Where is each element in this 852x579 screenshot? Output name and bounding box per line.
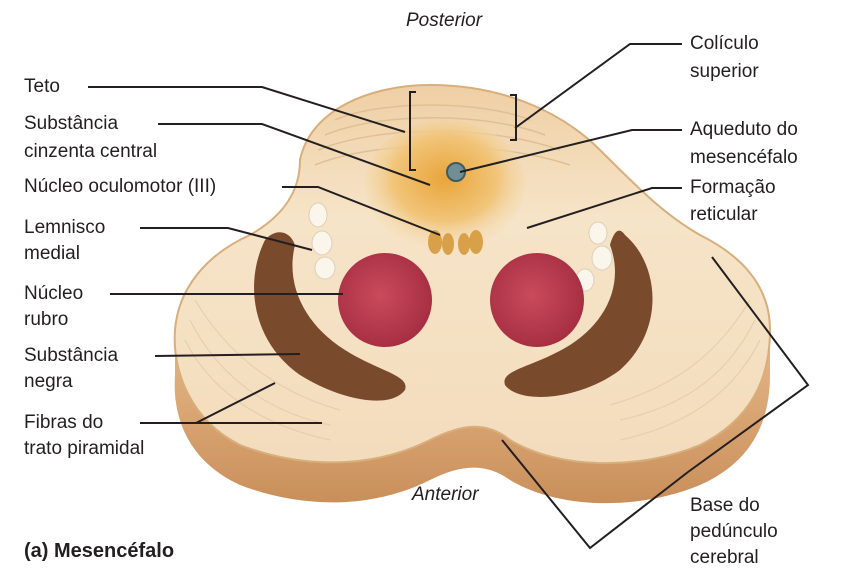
label-substancia-negra-line1: Substância <box>24 345 118 367</box>
orientation-anterior: Anterior <box>412 484 479 506</box>
orientation-posterior: Posterior <box>406 10 482 32</box>
label-base-line3: cerebral <box>690 547 759 569</box>
label-substancia-cinzenta-line1: Substância <box>24 113 118 135</box>
label-lemnisco-line2: medial <box>24 243 80 265</box>
label-teto: Teto <box>24 76 60 98</box>
label-nucleo-rubro-line2: rubro <box>24 309 68 331</box>
label-aqueduto-line2: mesencéfalo <box>690 147 798 169</box>
label-fibras-line2: trato piramidal <box>24 438 144 460</box>
label-base-line2: pedúnculo <box>690 521 778 543</box>
label-formacao-line1: Formação <box>690 177 776 199</box>
label-coliculo-line1: Colículo <box>690 33 759 55</box>
label-coliculo-line2: superior <box>690 61 759 83</box>
label-nucleo-oculomotor: Núcleo oculomotor (III) <box>24 176 216 198</box>
label-substancia-cinzenta-line2: cinzenta central <box>24 141 157 163</box>
periaqueductal-gray <box>365 120 525 250</box>
label-lemnisco-line1: Lemnisco <box>24 217 105 239</box>
label-substancia-negra-line2: negra <box>24 371 73 393</box>
label-base-line1: Base do <box>690 495 760 517</box>
label-formacao-line2: reticular <box>690 204 758 226</box>
label-fibras-line1: Fibras do <box>24 412 103 434</box>
red-nucleus-right <box>490 253 584 347</box>
label-nucleo-rubro-line1: Núcleo <box>24 283 83 305</box>
figure-caption: (a) Mesencéfalo <box>24 540 174 563</box>
red-nucleus-left <box>338 253 432 347</box>
label-aqueduto-line1: Aqueduto do <box>690 119 798 141</box>
